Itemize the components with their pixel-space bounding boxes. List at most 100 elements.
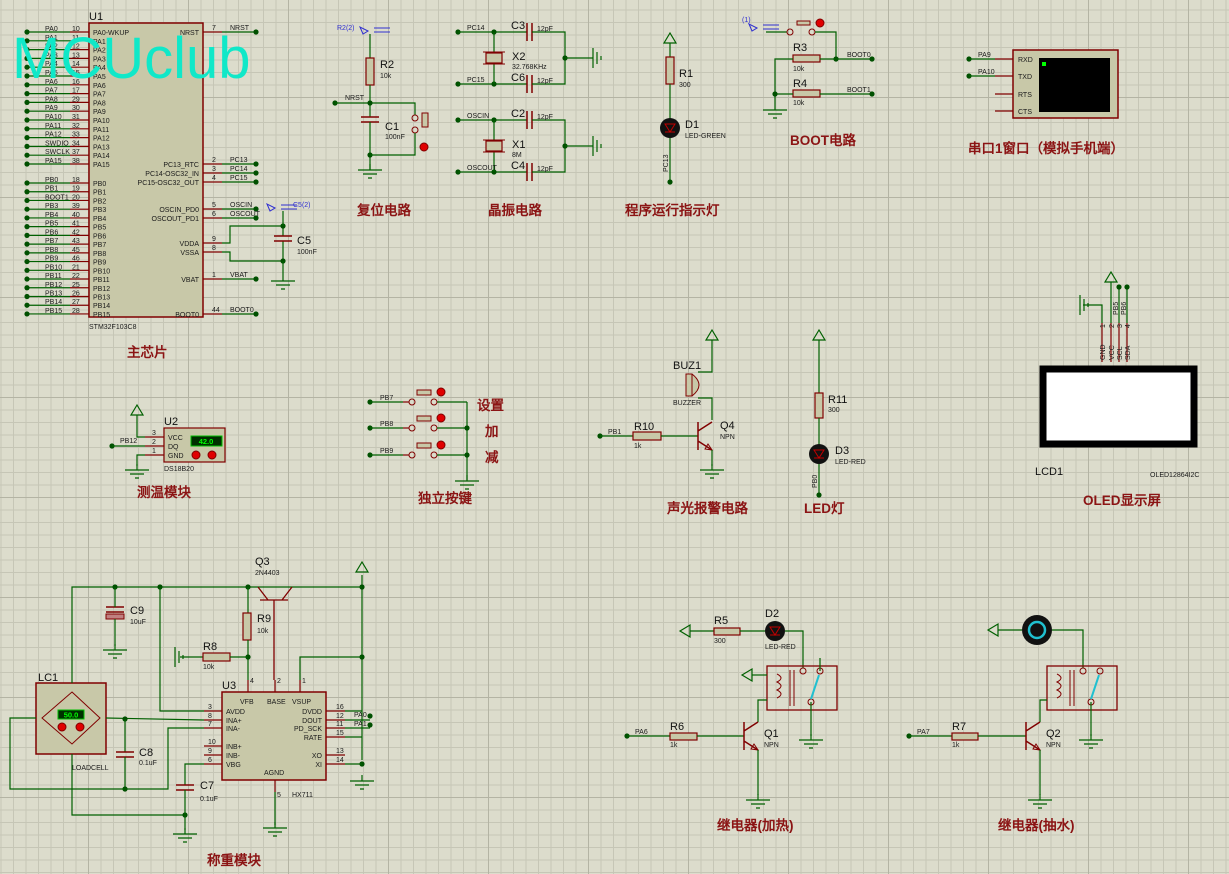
junction-dot[interactable] [869,91,875,97]
junction-dot[interactable] [253,29,259,35]
junction-dot[interactable] [24,302,30,308]
junction-dot[interactable] [24,224,30,230]
resistor-r8[interactable] [202,652,231,662]
junction-dot[interactable] [24,232,30,238]
motor[interactable] [1022,615,1052,645]
resistor-r4[interactable] [792,89,821,98]
capacitor[interactable] [116,751,134,758]
junction-dot[interactable] [24,126,30,132]
resistor-r5[interactable] [713,627,741,636]
junction-dot[interactable] [24,276,30,282]
junction-dot[interactable] [24,250,30,256]
junction-dot[interactable] [253,206,259,212]
junction-dot[interactable] [24,38,30,44]
capacitor[interactable] [274,235,292,242]
capacitor[interactable] [176,784,194,791]
pin-state-indicator[interactable] [75,722,85,732]
oled-screen[interactable] [1039,365,1198,448]
npn-transistor[interactable] [1025,721,1041,751]
junction-dot[interactable] [24,311,30,317]
key-button[interactable] [416,415,432,422]
hx711[interactable] [221,691,327,781]
capacitor[interactable] [526,163,533,181]
pin-state-indicator[interactable] [207,450,217,460]
relay-contact[interactable] [1090,674,1100,700]
junction-dot[interactable] [667,179,673,185]
capacitor[interactable] [526,75,533,93]
led-d1[interactable] [660,118,680,138]
relay-contact[interactable] [810,674,820,700]
resistor-r9[interactable] [242,612,252,641]
npn-transistor[interactable] [697,421,713,451]
junction-dot[interactable] [24,206,30,212]
junction-dot[interactable] [869,56,875,62]
capacitor[interactable] [106,606,124,613]
resistor-r10[interactable] [632,431,662,441]
junction-dot[interactable] [24,293,30,300]
terminal-screen[interactable] [1039,58,1110,112]
pin-state-indicator[interactable] [57,722,67,732]
junction-dot[interactable] [24,197,30,204]
led-d3[interactable] [809,444,829,464]
junction-dot[interactable] [253,179,259,185]
pin-state-indicator[interactable] [436,413,446,423]
junction-dot[interactable] [24,258,30,265]
key-button[interactable] [416,442,432,449]
junction-dot[interactable] [464,452,470,458]
led-d2[interactable] [765,621,785,641]
pin-state-indicator[interactable] [815,18,825,28]
pin-state-indicator[interactable] [436,387,446,397]
junction-dot[interactable] [24,64,30,70]
junction-dot[interactable] [24,267,30,273]
junction-dot[interactable] [464,425,470,431]
junction-dot[interactable] [24,152,30,158]
junction-dot[interactable] [24,55,30,62]
junction-dot[interactable] [24,135,30,141]
crystal[interactable] [485,52,503,64]
resistor-r6[interactable] [669,732,698,741]
junction-dot[interactable] [253,170,259,176]
pin-state-indicator[interactable] [419,142,429,152]
junction-dot[interactable] [367,722,373,728]
resistor-r2[interactable] [365,57,375,86]
junction-dot[interactable] [1124,284,1130,290]
buzzer[interactable] [685,373,700,397]
capacitor[interactable] [526,23,533,41]
junction-dot[interactable] [24,143,30,149]
junction-dot[interactable] [24,117,30,123]
probe-icon[interactable] [266,202,297,212]
junction-dot[interactable] [24,180,30,186]
npn-transistor[interactable] [743,721,759,751]
probe-icon[interactable] [748,22,779,32]
junction-dot[interactable] [253,215,259,221]
junction-dot[interactable] [24,161,30,167]
relay[interactable] [1046,665,1118,711]
junction-dot[interactable] [816,492,822,498]
junction-dot[interactable] [24,82,30,88]
probe-icon[interactable] [359,25,390,35]
junction-dot[interactable] [24,29,30,35]
junction-dot[interactable] [253,161,259,167]
junction-dot[interactable] [24,99,30,105]
resistor-r11[interactable] [814,392,824,419]
resistor-r3[interactable] [792,54,821,63]
pin-state-indicator[interactable] [191,450,201,460]
crystal[interactable] [485,140,503,152]
capacitor[interactable] [361,116,379,123]
junction-dot[interactable] [253,276,259,282]
push-button[interactable] [796,20,811,26]
capacitor[interactable] [526,111,533,129]
junction-dot[interactable] [1116,284,1122,290]
junction-dot[interactable] [24,73,30,79]
key-button[interactable] [416,389,432,396]
junction-dot[interactable] [367,713,373,719]
junction-dot[interactable] [24,189,30,195]
junction-dot[interactable] [367,100,373,106]
junction-dot[interactable] [253,311,259,317]
junction-dot[interactable] [24,215,30,221]
pnp-transistor-q3[interactable] [257,586,293,680]
junction-dot[interactable] [24,108,30,114]
junction-dot[interactable] [24,241,30,247]
resistor-r1[interactable] [665,56,675,85]
